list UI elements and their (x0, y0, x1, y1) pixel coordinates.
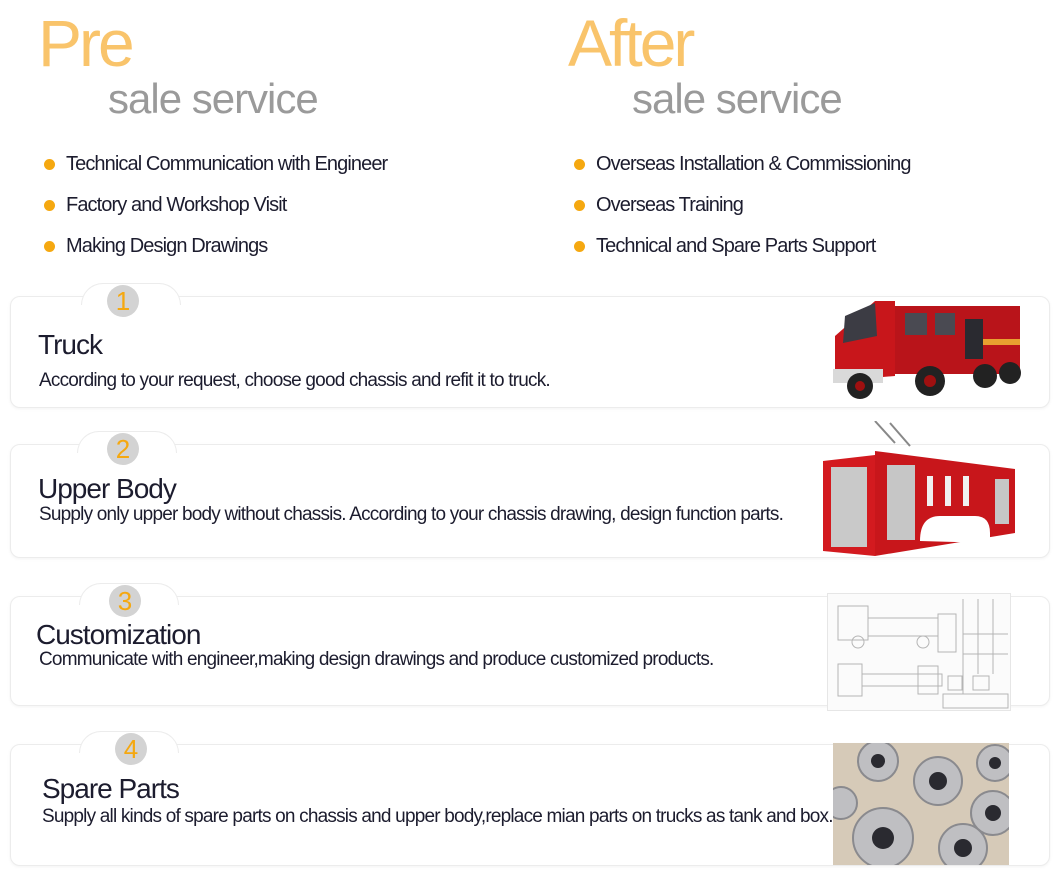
card-description: According to your request, choose good c… (39, 370, 551, 391)
list-item-label: Technical Communication with Engineer (66, 153, 388, 175)
step-number-badge: 4 (115, 733, 147, 765)
card-title: Customization (36, 619, 201, 650)
service-card-customization: 3 Customization Communicate with enginee… (10, 583, 1050, 711)
list-item-label: Making Design Drawings (66, 235, 268, 257)
fire-truck-upper-body-image (815, 421, 1025, 563)
service-card-spare-parts: 4 Spare Parts Supply all kinds of spare … (10, 731, 1050, 866)
list-item: Technical Communication with Engineer (44, 144, 504, 185)
card-title: Truck (38, 329, 103, 360)
step-number-badge: 3 (109, 585, 141, 617)
card-description: Communicate with engineer,making design … (39, 649, 714, 670)
pre-sale-heading: Pre (38, 6, 135, 80)
step-number-badge: 2 (107, 433, 139, 465)
list-item: Overseas Installation & Commissioning (574, 144, 1034, 185)
list-item: Overseas Training (574, 185, 1034, 226)
list-item: Technical and Spare Parts Support (574, 226, 1034, 267)
bullet-icon (574, 241, 585, 252)
pre-sale-subheading: sale service (108, 75, 319, 122)
bullet-icon (574, 200, 585, 211)
bullet-icon (44, 159, 55, 170)
service-card-truck: 1 Truck According to your request, choos… (10, 283, 1050, 408)
list-item-label: Overseas Training (596, 194, 744, 216)
list-item: Factory and Workshop Visit (44, 185, 504, 226)
bullet-icon (44, 200, 55, 211)
after-sale-subheading: sale service (632, 75, 843, 122)
list-item: Making Design Drawings (44, 226, 504, 267)
card-description: Supply only upper body without chassis. … (39, 504, 784, 525)
after-sale-heading: After (568, 6, 695, 80)
bullet-icon (44, 241, 55, 252)
list-item-label: Technical and Spare Parts Support (596, 235, 876, 257)
card-title: Upper Body (38, 473, 177, 504)
spare-parts-image (833, 743, 1009, 865)
bullet-icon (574, 159, 585, 170)
service-card-upper-body: 2 Upper Body Supply only upper body with… (10, 421, 1050, 558)
list-item-label: Overseas Installation & Commissioning (596, 153, 912, 175)
step-number-badge: 1 (107, 285, 139, 317)
list-item-label: Factory and Workshop Visit (66, 194, 287, 216)
fire-truck-image (815, 281, 1035, 411)
card-description: Supply all kinds of spare parts on chass… (42, 806, 833, 827)
after-sale-list: Overseas Installation & Commissioning Ov… (574, 144, 1034, 267)
technical-drawing-image (827, 593, 1011, 711)
card-title: Spare Parts (42, 773, 180, 804)
pre-sale-list: Technical Communication with Engineer Fa… (44, 144, 504, 267)
